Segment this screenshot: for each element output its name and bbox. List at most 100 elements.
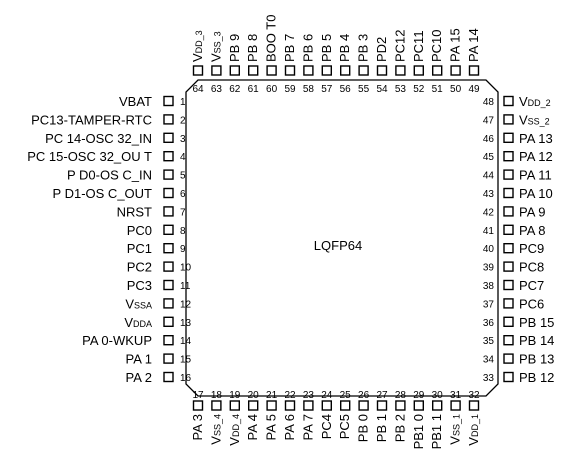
pin-number: 43: [483, 189, 495, 200]
pin-number: 10: [180, 263, 192, 274]
pin-number: 51: [432, 84, 444, 95]
pin-label-pc4: PC4: [319, 414, 334, 439]
pin-label-pa-15: PA 15: [448, 28, 463, 62]
pin-5: 5P D0-OS C_IN: [67, 168, 186, 183]
pin-label-pa-2: PA 2: [125, 370, 152, 385]
pin-pad: [163, 114, 174, 125]
pin-label-vdda: VDDA: [124, 315, 152, 330]
pin-label-pc2: PC2: [127, 260, 152, 275]
pin-3: 3PC 14-OSC 32_IN: [45, 131, 186, 146]
pin-label-p-d1-os-c-out: P D1-OS C_OUT: [53, 186, 153, 201]
pin-pad: [503, 132, 514, 144]
pin-number: 18: [211, 390, 223, 401]
pin-pad: [163, 242, 174, 254]
pin-label-pa-13: PA 13: [519, 131, 553, 146]
pin-label-vdd-3: VDD_3: [190, 30, 205, 62]
pin-label-pc13-tamper-rtc: PC13-TAMPER-RTC: [31, 112, 152, 127]
pin-number: 54: [376, 84, 388, 95]
pin-11: 11 PC3: [127, 278, 191, 293]
pin-label-pa-4: PA 4: [245, 414, 260, 441]
pin-number: 13: [180, 318, 192, 329]
pin-number: 31: [450, 390, 462, 401]
pin-pad: [450, 65, 461, 76]
pin-pad: [303, 65, 314, 76]
pin-number: 6: [180, 189, 186, 200]
pin-pad: [284, 65, 296, 76]
pin-pad: [163, 353, 174, 364]
pin-pad: [468, 400, 480, 411]
pin-label-pb-13: PB 13: [519, 352, 554, 367]
pin-pad: [163, 371, 174, 383]
pin-pad: [247, 65, 259, 76]
pin-label-pb-2: PB 2: [392, 414, 407, 442]
pin-pad: [211, 400, 222, 411]
pin-pad: [503, 206, 514, 217]
pin-label-pa-14: PA 14: [466, 28, 481, 62]
pin-label-pa-7: PA 7: [300, 414, 315, 441]
pin-label-pb-8: PB 8: [245, 34, 260, 62]
pin-label-pb-5: PB 5: [319, 34, 334, 62]
pin-number: 11: [180, 281, 191, 292]
pin-label-pb-1: PB 1: [374, 414, 389, 442]
pin-label-pa-12: PA 12: [519, 149, 553, 164]
pin-pad: [303, 400, 314, 411]
pin-pad: [229, 65, 241, 76]
pin-number: 27: [376, 390, 388, 401]
pin-label-pc11: PC11: [411, 30, 426, 62]
pin-label-pc7: PC7: [519, 278, 544, 293]
pin-pad: [503, 242, 514, 254]
pin-label-vbat: VBAT: [119, 94, 152, 109]
pin-46: 46 PA 13: [483, 131, 553, 146]
pin-pad: [358, 65, 369, 76]
pin-label-vdd-1: VDD_1: [466, 414, 481, 446]
pin-number: 5: [180, 171, 186, 182]
pin-pad: [163, 150, 174, 162]
pin-number: 33: [483, 373, 495, 384]
pin-number: 59: [284, 84, 296, 95]
pin-label-vss-4: VSS_4: [208, 414, 223, 445]
pin-label-pd2: PD2: [374, 37, 389, 62]
pin-pad: [432, 400, 443, 411]
pin-pad: [413, 400, 424, 411]
pin-label-nrst: NRST: [117, 204, 152, 219]
pin-pad: [163, 335, 174, 346]
pin-number: 64: [192, 84, 204, 95]
pin-number: 48: [483, 97, 495, 108]
pin-label-vss-3: VSS_3: [208, 31, 223, 62]
pin-number: 34: [483, 355, 495, 366]
pin-27: 27 PB 1: [374, 390, 389, 442]
pin-number: 46: [483, 134, 495, 145]
pin-pad: [395, 400, 406, 411]
pin-pad: [163, 298, 174, 309]
pin-number: 8: [180, 226, 186, 237]
pin-label-vss-2: VSS_2: [519, 112, 550, 127]
pin-pad: [247, 400, 259, 411]
pin-label-pc3: PC3: [127, 278, 152, 293]
pin-number: 20: [248, 390, 260, 401]
chip-body: [185, 79, 499, 397]
pin-pad: [163, 279, 174, 291]
pin-number: 32: [468, 390, 480, 401]
